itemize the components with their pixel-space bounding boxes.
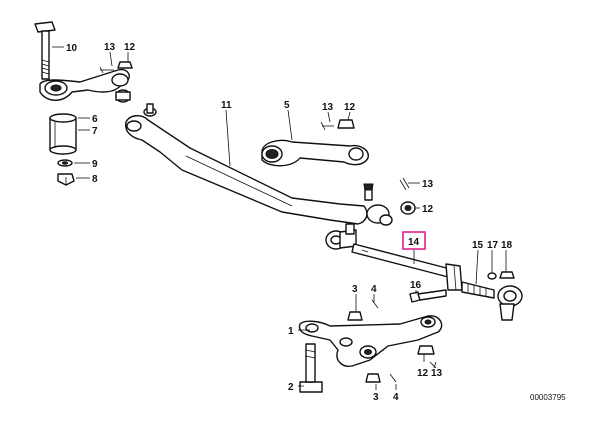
callout-3: 3 [352,284,358,295]
callout-1: 1 [288,326,294,337]
leader-lines [52,46,507,390]
idler-arm-assembly [34,21,133,186]
callout-10: 10 [66,43,78,54]
callout-3: 3 [373,392,379,403]
callout-2: 2 [288,382,294,393]
callout-12: 12 [124,42,136,53]
callout-9: 9 [92,159,98,170]
pitman-arm [261,119,369,167]
callout-5: 5 [284,100,290,111]
callout-16: 16 [410,280,422,291]
callout-labels: 10 13 12 6 7 9 8 11 5 13 12 13 12 14 15 … [66,42,566,403]
callout-12: 12 [422,204,434,215]
callout-17: 17 [487,240,499,251]
callout-13: 13 [431,368,443,379]
callout-15: 15 [472,240,484,251]
callout-8: 8 [92,174,98,185]
callout-14[interactable]: 14 [408,237,420,248]
lower-arm-assembly [298,299,443,393]
callout-7: 7 [92,126,98,137]
callout-13: 13 [104,42,116,53]
callout-13: 13 [322,102,334,113]
callout-13: 13 [422,179,434,190]
callout-4: 4 [393,392,399,403]
tie-rod [325,223,523,321]
callout-4: 4 [371,284,377,295]
callout-6: 6 [92,114,98,125]
callout-12: 12 [344,102,356,113]
callout-12: 12 [417,368,429,379]
highlight-box [402,231,426,250]
callout-18: 18 [501,240,513,251]
callout-11: 11 [221,100,232,111]
image-code: 00003795 [530,393,566,402]
